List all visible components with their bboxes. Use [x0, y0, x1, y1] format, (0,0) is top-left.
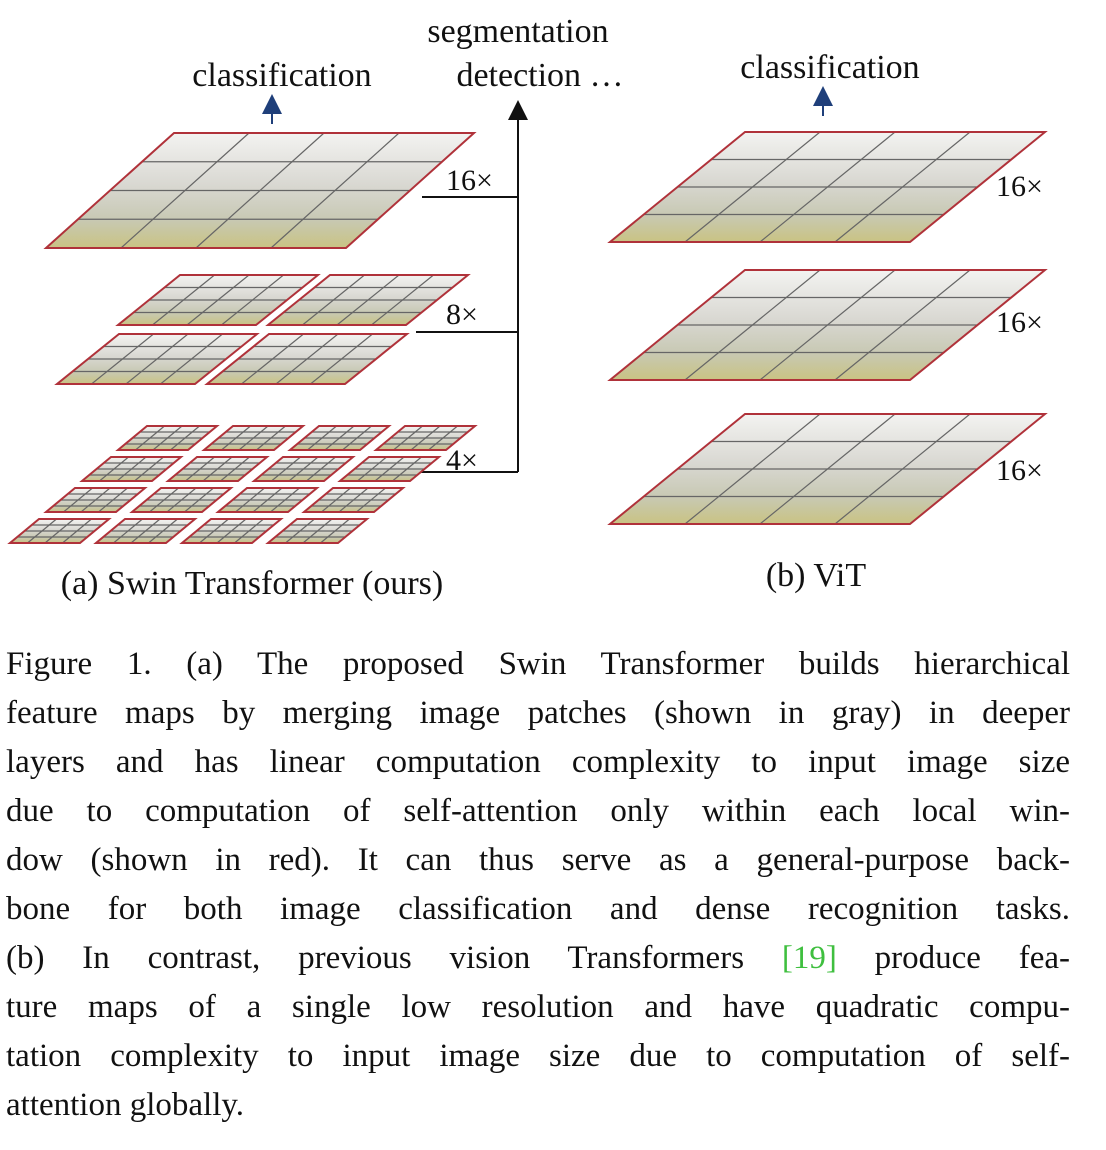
- window-outline: [607, 269, 1048, 381]
- caption-line: layers and has linear computation comple…: [6, 744, 1070, 780]
- patch-grid-line: [371, 274, 434, 326]
- figure-diagram: classification segmentation detection … …: [7, 13, 1048, 602]
- window-outline: [201, 425, 306, 451]
- caption-line: feature maps by merging image patches (s…: [6, 695, 1070, 731]
- panel-a-top-label: classification: [192, 57, 371, 94]
- panel-a-layer-8x: [54, 274, 471, 385]
- window-outline: [7, 518, 112, 544]
- caption-line: dow (shown in red). It can thus serve as…: [6, 842, 1070, 878]
- patch-grid-line: [270, 487, 300, 513]
- window-outline: [93, 518, 198, 544]
- caption-line: bone for both image classification and d…: [6, 891, 1070, 927]
- panel-b-top-label: classification: [740, 49, 919, 86]
- patch-grid-line: [184, 487, 214, 513]
- patch-grid-line: [98, 487, 128, 513]
- caption-line: Figure 1. (a) The proposed Swin Transfor…: [6, 646, 1070, 682]
- panel-b-subcaption: (b) ViT: [766, 557, 866, 594]
- caption-text: ture: [6, 989, 89, 1025]
- panel-a-scale-8x: 8×: [446, 298, 478, 331]
- panel-a-side-label-1: segmentation: [427, 13, 608, 50]
- caption-line: (b) In contrast, previous vision Transfo…: [6, 934, 1070, 983]
- panel-b-layer-3: [607, 413, 1048, 525]
- patch-grid-line: [306, 456, 336, 482]
- patch-grid-line: [356, 487, 386, 513]
- window-outline: [43, 487, 148, 513]
- panel-a-connectors: [412, 100, 528, 473]
- window-outline: [79, 456, 184, 482]
- window-outline: [179, 518, 284, 544]
- window-outline: [129, 487, 234, 513]
- patch-grid-line: [160, 333, 223, 385]
- patch-grid-line: [834, 413, 971, 525]
- citation-link[interactable]: [19]: [781, 940, 837, 976]
- panel-a-side-label-2: detection …: [456, 57, 623, 94]
- panel-a-scale-16x: 16×: [446, 164, 493, 197]
- panel-a-layer-4x: [7, 425, 478, 544]
- caption-text: produce fea-: [836, 940, 1070, 976]
- panel-b-layer-2: [607, 269, 1048, 381]
- patch-grid-line: [220, 456, 250, 482]
- window-outline: [265, 274, 471, 326]
- patch-grid-line: [134, 456, 164, 482]
- patch-grid-line: [221, 274, 284, 326]
- window-outline: [373, 425, 478, 451]
- panel-a-layer-16x: [43, 132, 477, 249]
- patch-grid-line: [320, 518, 350, 544]
- patch-grid-line: [428, 425, 458, 451]
- panel-b-scale-3: 16×: [996, 454, 1043, 487]
- patch-grid-line: [62, 518, 92, 544]
- panel-b-scale-2: 16×: [996, 306, 1043, 339]
- caption-line: due to computation of self-attention onl…: [6, 793, 1070, 829]
- window-outline: [607, 413, 1048, 525]
- window-outline: [251, 456, 356, 482]
- patch-grid-line: [256, 425, 286, 451]
- caption-text: maps of a single low resolution and have…: [88, 989, 1070, 1025]
- patch-grid-line: [234, 518, 264, 544]
- panel-a-scale-4x: 4×: [446, 444, 478, 477]
- caption-line: tation complexity to input image size du…: [6, 1038, 1070, 1074]
- patch-grid-line: [834, 269, 971, 381]
- window-outline: [337, 456, 442, 482]
- patch-grid-line: [148, 518, 178, 544]
- window-outline: [215, 487, 320, 513]
- window-outline: [115, 274, 321, 326]
- patch-grid-line: [170, 425, 200, 451]
- window-outline: [287, 425, 392, 451]
- panel-b-scale-1: 16×: [996, 170, 1043, 203]
- patch-grid-line: [392, 456, 422, 482]
- panel-b-layer-1: [607, 131, 1048, 243]
- window-outline: [265, 518, 370, 544]
- window-outline: [165, 456, 270, 482]
- patch-grid-line: [342, 425, 372, 451]
- window-outline: [301, 487, 406, 513]
- window-outline: [607, 131, 1048, 243]
- figure-caption: Figure 1. (a) The proposed Swin Transfor…: [6, 640, 1070, 1130]
- caption-line: attention globally.: [6, 1087, 244, 1123]
- patch-grid-line: [310, 333, 373, 385]
- window-outline: [115, 425, 220, 451]
- window-outline: [54, 333, 260, 385]
- caption-text: (b) In contrast, previous vision Transfo…: [6, 940, 782, 976]
- patch-grid-line: [270, 132, 400, 249]
- panel-a-subcaption: (a) Swin Transformer (ours): [61, 565, 443, 602]
- window-outline: [204, 333, 410, 385]
- window-outline: [43, 132, 477, 249]
- caption-line: ture maps of a single low resolution and…: [6, 983, 1070, 1032]
- patch-grid-line: [834, 131, 971, 243]
